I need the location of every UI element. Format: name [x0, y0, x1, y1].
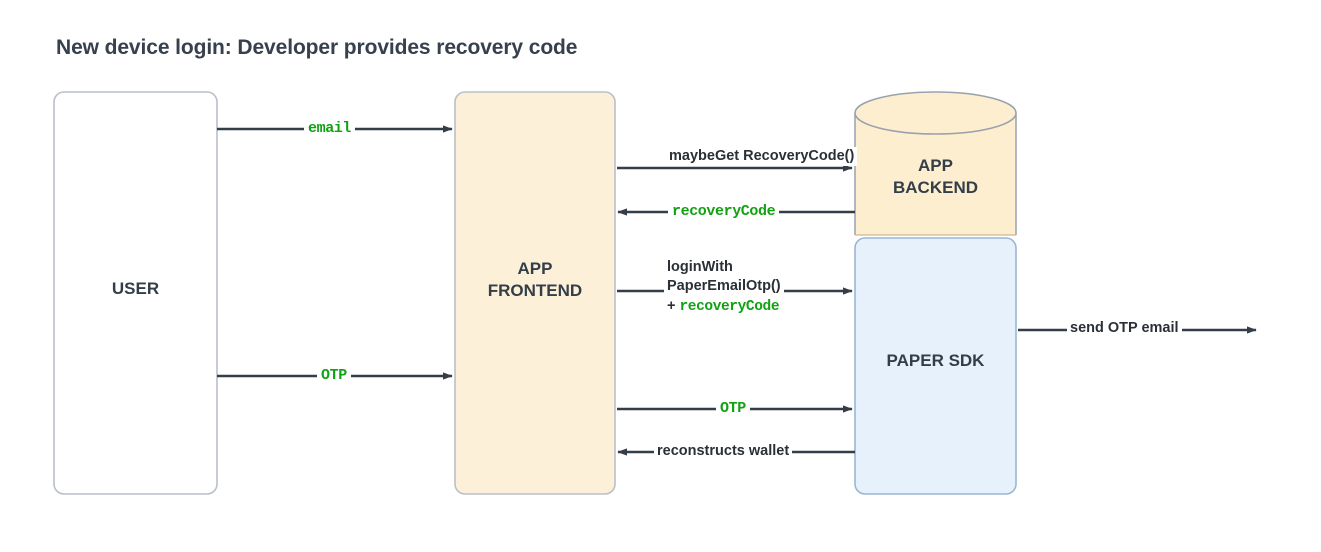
node-paper-sdk[interactable]	[854, 237, 1017, 495]
node-app-frontend[interactable]	[454, 91, 616, 495]
page-title: New device login: Developer provides rec…	[56, 36, 578, 59]
node-user[interactable]	[53, 91, 218, 495]
node-app-backend[interactable]	[854, 91, 1017, 236]
